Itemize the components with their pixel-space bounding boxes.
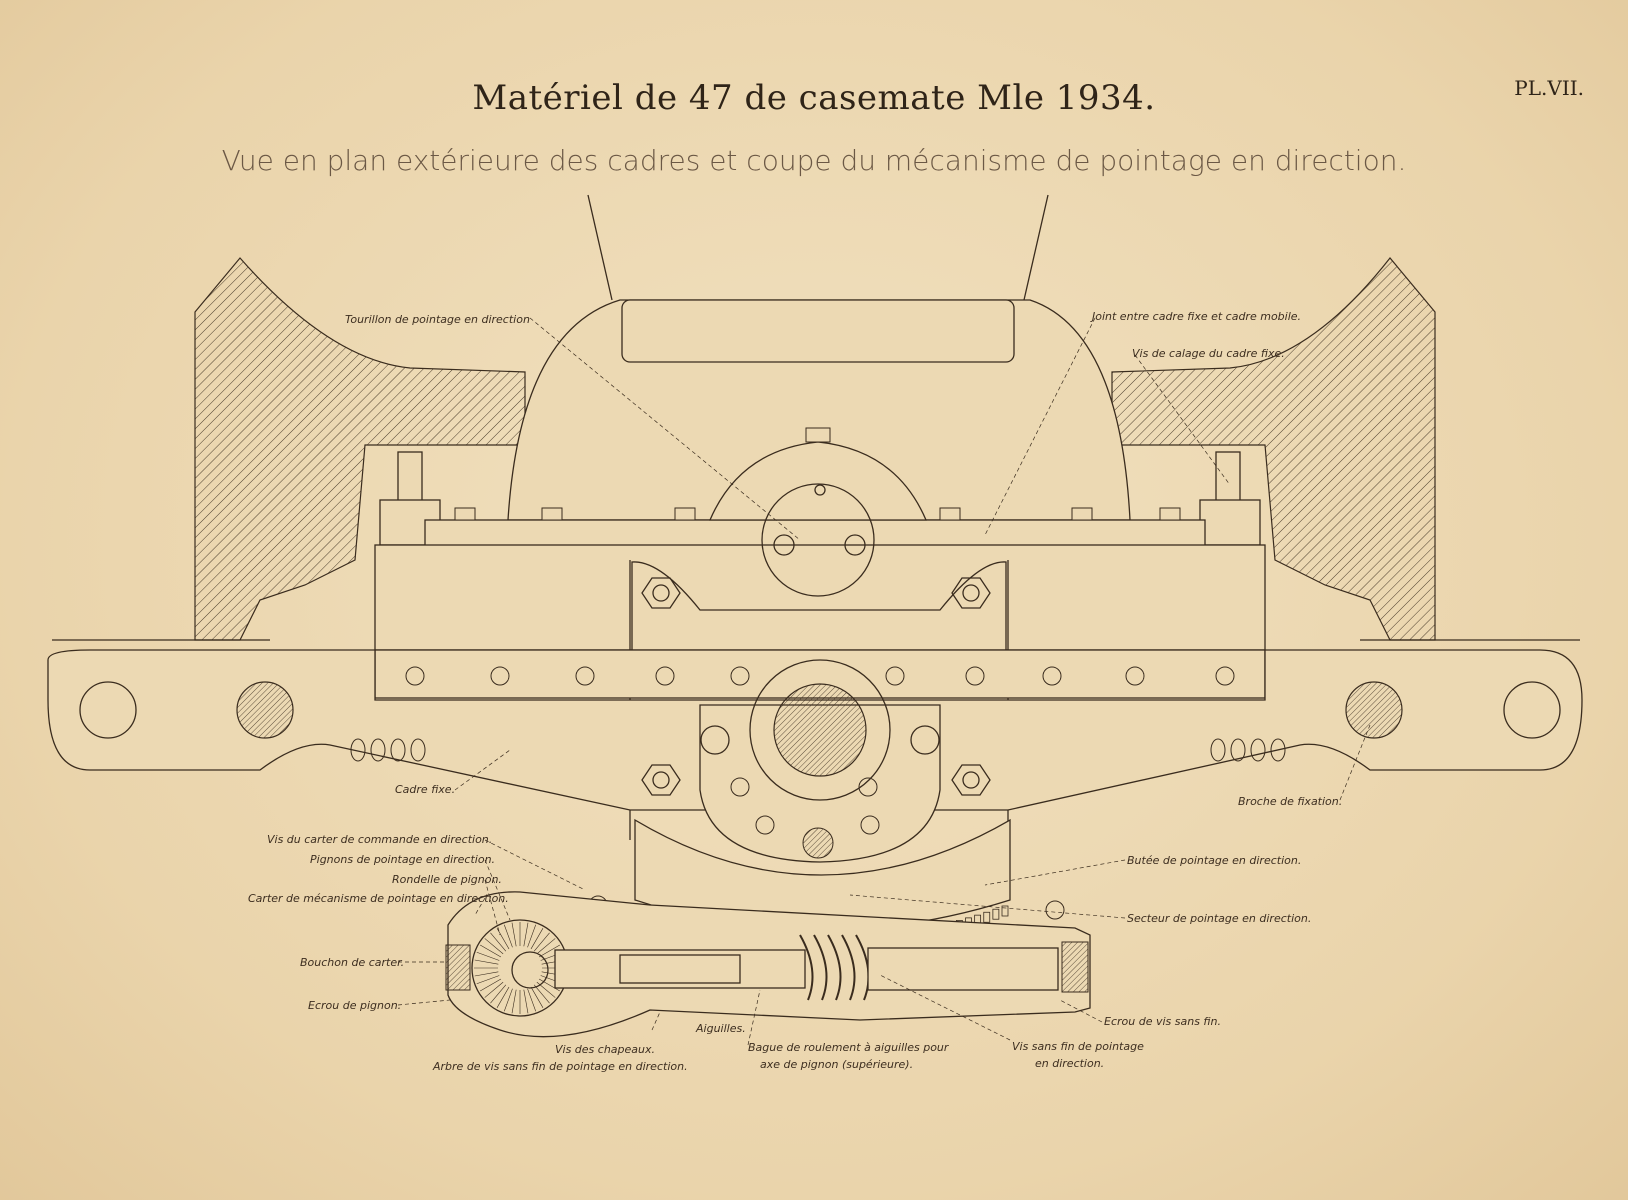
- bevel-tooth: [480, 944, 502, 958]
- worm-thread: [813, 934, 828, 1001]
- page-title: Matériel de 47 de casemate Mle 1934.: [472, 78, 1156, 118]
- sector-tooth: [992, 908, 1000, 920]
- upper-slot-right: [1023, 194, 1049, 301]
- bevel-tooth: [480, 978, 502, 992]
- slot-rows: [350, 738, 1286, 762]
- bearing-bolt-left: [700, 725, 730, 755]
- label-carter-mecanisme: Carter de mécanisme de pointage en direc…: [248, 892, 509, 905]
- bottom-hatched-stud: [802, 827, 834, 859]
- right-fixing-pin: [1345, 681, 1403, 739]
- top-bolts: [454, 427, 1181, 521]
- bevel-tooth: [474, 971, 499, 977]
- bevel-tooth: [523, 989, 529, 1014]
- label-joint: Joint entre cadre fixe et cadre mobile.: [1090, 310, 1301, 323]
- label-vis-sans-fin-line2: en direction.: [1035, 1057, 1104, 1070]
- worm-end-shaft: [867, 947, 1059, 991]
- sector-tooth: [983, 911, 991, 923]
- bevel-tooth: [511, 989, 517, 1014]
- trunnion-small-screw: [814, 484, 826, 496]
- worm-thread: [841, 934, 856, 1001]
- label-ecrou-vis: Ecrou de vis sans fin.: [1104, 1015, 1221, 1028]
- hex-nuts: [641, 577, 991, 796]
- bevel-tooth: [490, 984, 507, 1004]
- carter-cap-left: [445, 944, 471, 991]
- label-bague-line1: Bague de roulement à aiguilles pour: [748, 1041, 950, 1054]
- central-bearing: [749, 659, 891, 801]
- bevel-tooth: [530, 928, 544, 950]
- bevel-tooth: [523, 922, 529, 947]
- upper-slot-left: [587, 194, 613, 301]
- bevel-tooth: [496, 986, 510, 1008]
- label-cadre-fixe: Cadre fixe.: [395, 783, 455, 796]
- left-wall-section: [194, 257, 526, 641]
- left-eye-hole: [79, 681, 137, 739]
- bevel-tooth: [530, 986, 544, 1008]
- bevel-tooth: [511, 922, 517, 947]
- label-bouchon: Bouchon de carter.: [300, 956, 404, 969]
- right-eye-hole: [1503, 681, 1561, 739]
- right-wall-section: [1111, 257, 1436, 641]
- left-post: [397, 451, 423, 503]
- bevel-tooth: [476, 951, 500, 961]
- carter-cap-right: [1061, 941, 1089, 993]
- bevel-tooth: [484, 938, 504, 955]
- rail-screws: [405, 666, 1235, 920]
- bevel-tooth: [533, 932, 550, 952]
- bevel-tooth: [527, 924, 537, 948]
- bevel-tooth: [503, 924, 513, 948]
- bevel-tooth: [538, 944, 560, 958]
- label-vis-calage: Vis de calage du cadre fixe.: [1132, 347, 1285, 360]
- label-butee: Butée de pointage en direction.: [1127, 854, 1301, 867]
- bearing-bolt-right: [910, 725, 940, 755]
- upper-slot-box: [621, 299, 1015, 363]
- bevel-gear-hub: [511, 951, 549, 989]
- central-plate: [631, 561, 1007, 651]
- right-post: [1215, 451, 1241, 503]
- label-vis-carter: Vis du carter de commande en direction.: [267, 833, 492, 846]
- trunnion-pin-hole: [773, 534, 795, 556]
- bevel-tooth: [496, 928, 510, 950]
- label-tourillon: Tourillon de pointage en direction: [345, 313, 530, 326]
- label-secteur: Secteur de pointage en direction.: [1127, 912, 1311, 925]
- bevel-tooth: [536, 938, 556, 955]
- leader-lines: [397, 317, 1371, 1046]
- left-fixing-pin: [236, 681, 294, 739]
- bevel-tooth: [533, 984, 550, 1004]
- label-broche: Broche de fixation.: [1238, 795, 1342, 808]
- label-vis-chapeaux: Vis des chapeaux.: [555, 1043, 655, 1056]
- page-subtitle: Vue en plan extérieure des cadres et cou…: [221, 144, 1407, 177]
- right-block: [1199, 499, 1261, 546]
- bevel-tooth: [474, 959, 499, 965]
- central-shaft: [773, 683, 867, 777]
- sector-tooth: [1001, 905, 1009, 917]
- label-arbre: Arbre de vis sans fin de pointage en dir…: [432, 1060, 688, 1073]
- label-bague-line2: axe de pignon (supérieure).: [760, 1058, 913, 1071]
- label-pignons: Pignons de pointage en direction.: [310, 853, 495, 866]
- label-aiguilles: Aiguilles.: [695, 1022, 746, 1035]
- label-vis-sans-fin-line1: Vis sans fin de pointage: [1012, 1040, 1144, 1053]
- trunnion-circle: [761, 483, 875, 597]
- frame-top-band: [424, 519, 1206, 549]
- bevel-tooth: [538, 978, 560, 992]
- trunnion-pin-hole-2: [844, 534, 866, 556]
- bevel-tooth: [503, 988, 513, 1012]
- bevel-tooth: [527, 988, 537, 1012]
- bevel-tooth: [476, 975, 500, 985]
- plate-number: PL.VII.: [1514, 76, 1584, 100]
- worm-thread: [799, 934, 814, 1001]
- needle-bearing: [619, 954, 741, 984]
- label-rondelle: Rondelle de pignon.: [392, 873, 502, 886]
- bevel-tooth: [484, 981, 504, 998]
- label-ecrou-pignon: Ecrou de pignon.: [308, 999, 401, 1012]
- central-bearing-housing: [699, 704, 941, 863]
- bevel-tooth: [490, 932, 507, 952]
- worm-thread: [827, 934, 842, 1001]
